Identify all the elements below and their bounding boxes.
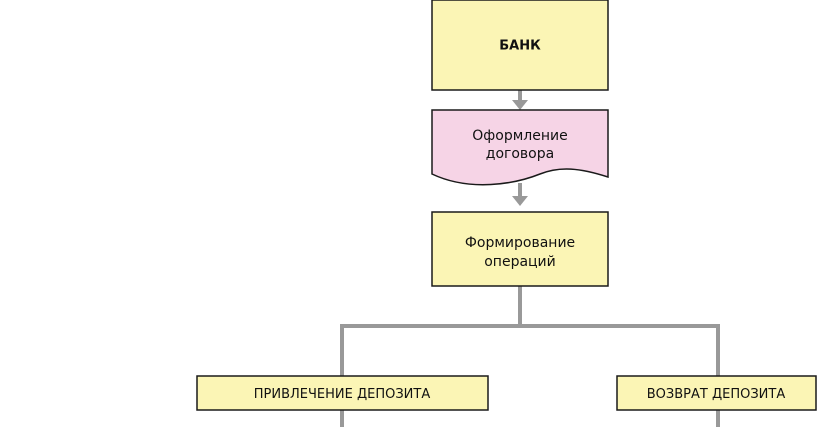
operations-node-label-line1: Формирование — [465, 235, 575, 251]
arrowhead-to-operations — [512, 196, 528, 206]
contract-document-node — [431, 109, 609, 186]
arrowheads — [512, 100, 528, 206]
bank-node — [431, 0, 609, 91]
arrowhead-to-contract — [512, 100, 528, 110]
deposit-attraction-label: ПРИВЛЕЧЕНИЕ ДЕПОЗИТА — [254, 387, 431, 402]
contract-node-label-line1: Оформление — [472, 128, 567, 144]
contract-node-label-line2: договора — [486, 146, 554, 162]
deposit-return-node — [616, 375, 817, 411]
connectors — [340, 90, 720, 427]
operations-node — [431, 211, 609, 287]
bank-node-label: БАНК — [499, 39, 541, 54]
deposit-return-label: ВОЗВРАТ ДЕПОЗИТА — [647, 387, 786, 402]
connector-branch-horizontal — [340, 324, 720, 376]
operations-node-label-line2: операций — [484, 254, 556, 270]
deposit-attraction-node — [196, 375, 489, 411]
